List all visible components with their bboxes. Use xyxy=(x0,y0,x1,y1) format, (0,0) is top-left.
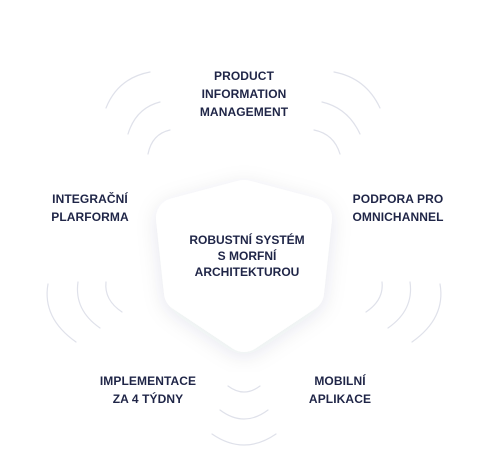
arc-bottom-outer xyxy=(211,433,277,446)
node-label-product-information-management: PRODUCT INFORMATION MANAGEMENT xyxy=(199,69,289,119)
arc-top-right-inner xyxy=(313,129,341,155)
arc-right-outer xyxy=(411,283,442,343)
arc-right-middle xyxy=(387,281,412,329)
arc-left-inner xyxy=(105,281,123,313)
node-label-implementation-4-weeks: IMPLEMENTACE ZA 4 TÝDNY xyxy=(99,374,197,406)
arc-left-middle xyxy=(76,281,101,329)
decorative-arcs xyxy=(46,71,442,446)
center-label: ROBUSTNÍ SYSTÉM S MORFNÍ ARCHITEKTUROU xyxy=(189,233,305,279)
arc-bottom-inner xyxy=(227,385,261,393)
node-label-integration-platform: INTEGRAČNÍ PLARFORMA xyxy=(51,192,129,224)
arc-top-left-inner xyxy=(147,129,171,155)
arc-top-left-outer xyxy=(105,71,151,109)
arc-right-inner xyxy=(365,281,383,313)
node-label-mobile-application: MOBILNÍ APLIKACE xyxy=(308,374,372,406)
node-label-omnichannel-support: PODPORA PRO OMNICHANNEL xyxy=(352,192,444,224)
arc-top-right-outer xyxy=(333,71,381,109)
center-pentagon xyxy=(156,180,332,352)
arc-top-left-middle xyxy=(127,101,161,135)
arc-left-outer xyxy=(46,283,77,343)
arc-top-right-middle xyxy=(321,101,361,135)
arc-bottom-middle xyxy=(219,409,269,420)
